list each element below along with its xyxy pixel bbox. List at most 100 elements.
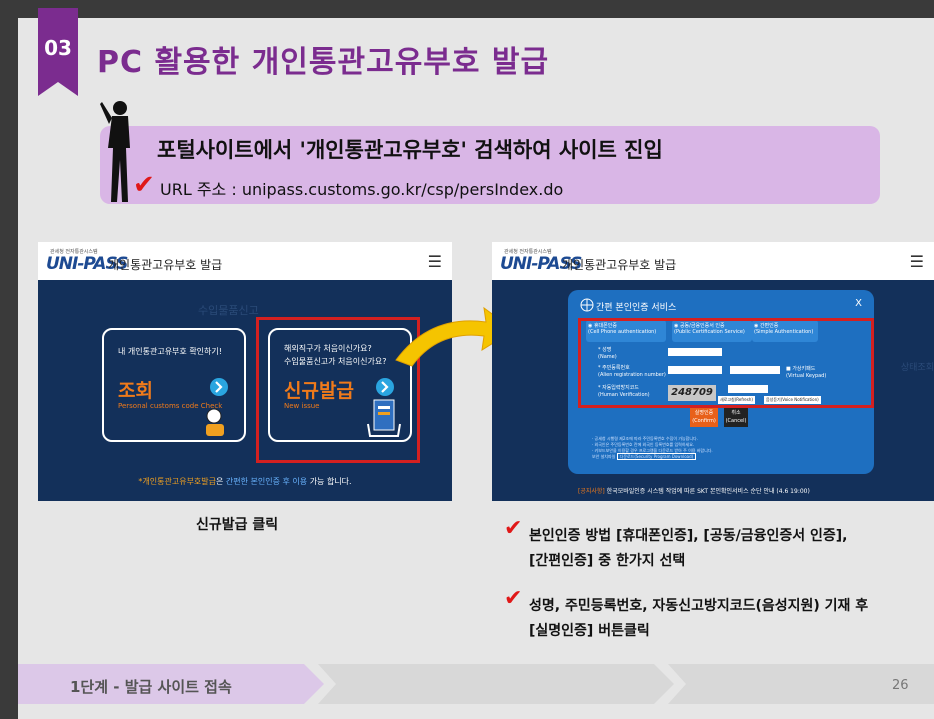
site-body: 수입물품신고 내 개인통관고유부호 확인하기! 조회 Personal cust… [38, 280, 452, 501]
new-issue-title: 신규발급 [284, 380, 354, 402]
lookup-title: 조회 [118, 380, 153, 402]
bullet-form-entry: 성명, 주민등록번호, 자동신고방지코드(음성지원) 기재 후 [실명인증] 버… [529, 594, 868, 644]
cancel-label: 취소 [731, 410, 741, 416]
bullet-auth-method: 본인인증 방법 [휴대폰인증], [공동/금융인증서 인증], [간편인증] 중… [529, 524, 847, 574]
globe-icon [580, 298, 594, 312]
check-icon: ✔ [504, 586, 523, 611]
bullet-auth-line-2: [간편인증] 중 한가지 선택 [529, 553, 686, 569]
left-screenshot: 관세청 전자통관시스템 UNI-PASS 개인통관고유부호 발급 ☰ 수입물품신… [38, 242, 452, 501]
download-button[interactable]: 다운로드(Security Program Download) [616, 453, 697, 460]
bullet-auth-line-1: 본인인증 방법 [휴대폰인증], [공동/금융인증서 인증], [529, 528, 848, 544]
person-icon [206, 408, 224, 436]
confirm-button[interactable]: 실명인증 (Confirm) [690, 408, 718, 427]
site-notice: *개인통관고유부호발급은 간편한 본인인증 후 이용 가능 합니다. [38, 476, 452, 487]
note-1: · 공세청 시행령 제2조에 따라 주민등록번호 수집이 가능합니다. [592, 436, 698, 441]
captcha-label: * 자동입력방지코드(Human Verification) [598, 385, 650, 399]
new-issue-subtitle: New issue [284, 402, 320, 410]
background-text: 수입물품신고 [198, 304, 259, 317]
name-input[interactable] [668, 348, 722, 356]
step-footer-bar [18, 664, 934, 704]
banner-instruction-text: 포털사이트에서 '개인통관고유부호' 검색하여 사이트 진입 [157, 138, 663, 162]
hamburger-menu-icon[interactable]: ☰ [909, 252, 924, 271]
lookup-card[interactable]: 내 개인통관고유부호 확인하기! 조회 Personal customs cod… [102, 328, 246, 442]
captcha-input[interactable] [728, 385, 768, 393]
section-number: 03 [44, 36, 72, 60]
option-simple-label: 간편인증 [759, 323, 779, 329]
unipass-logo[interactable]: UNI-PASS [46, 254, 128, 274]
captcha-label-en: (Human Verification) [598, 392, 650, 398]
slide-title: PC 활용한 개인통관고유부호 발급 [97, 45, 550, 80]
bullet-form-line-2: [실명인증] 버튼클릭 [529, 623, 650, 639]
refresh-button[interactable]: 새로고침(Refresh) [718, 396, 755, 404]
arrow-right-icon [210, 378, 228, 396]
confirm-label: 실명인증 [694, 410, 714, 416]
name-label-text: * 성명 [598, 347, 612, 353]
virtual-keypad-en: (Virtual Keypad) [786, 373, 827, 379]
note-3: · 키보드보안을 이용할 경우 프로그램을 다운로드 받아 주 이용 바랍니다. [592, 448, 713, 453]
cancel-button[interactable]: 취소 (Cancel) [724, 408, 748, 427]
captcha-image: 248709 [668, 385, 716, 401]
banner-check-icon: ✔ [133, 170, 155, 200]
bottom-notice[interactable]: [공지사항] 한국모바일인증 시스템 작업에 따른 SKT 본인확인서비스 순단… [578, 486, 810, 495]
auth-form-highlight [578, 318, 874, 408]
new-issue-question-2: 수입물품신고가 처음이신가요? [284, 357, 387, 366]
option-phone-en: (Cell Phone authentication) [588, 329, 657, 335]
option-simple-en: (Simple Authentication) [754, 329, 814, 335]
modal-notes: · 공세청 시행령 제2조에 따라 주민등록번호 수집이 가능합니다. · 외국… [592, 436, 713, 460]
captcha-label-text: * 자동입력방지코드 [598, 385, 639, 391]
left-caption: 신규발급 클릭 [196, 517, 279, 533]
site-small-label: 관세청 전자통관시스템 [504, 249, 552, 255]
notice-part-a: *개인통관고유부호발급 [138, 477, 217, 486]
name-label: * 성명(Name) [598, 347, 617, 361]
presenter-silhouette-icon [100, 101, 130, 202]
voice-button[interactable]: 음성듣기(Voice Notification) [764, 396, 821, 404]
modal-title: 간편 본인인증 서비스 [596, 303, 677, 313]
new-issue-card[interactable]: 해외직구가 처음이신가요? 수입물품신고가 처음이신가요? 신규발급 New i… [268, 328, 412, 442]
arrow-right-icon [376, 378, 394, 396]
site-header-title: 개인통관고유부호 발급 [108, 258, 223, 272]
option-simple-auth[interactable]: ◉ 간편인증 (Simple Authentication) [752, 320, 818, 342]
bullet-form-line-1: 성명, 주민등록번호, 자동신고방지코드(음성지원) 기재 후 [529, 598, 869, 614]
site-header-title: 개인통관고유부호 발급 [562, 258, 677, 272]
banner-url-text: URL 주소 : unipass.customs.go.kr/csp/persI… [160, 180, 564, 199]
cancel-en: (Cancel) [725, 418, 747, 424]
unipass-logo[interactable]: UNI-PASS [500, 254, 582, 274]
instruction-banner [100, 126, 880, 204]
page-number: 26 [892, 678, 909, 693]
name-label-en: (Name) [598, 354, 617, 360]
background-side-text: 상태조회 [900, 363, 934, 373]
right-screenshot: 관세청 전자통관시스템 UNI-PASS 개인통관고유부호 발급 ☰ 상태조회 … [492, 242, 934, 501]
id-second-input[interactable] [730, 366, 780, 374]
site-body: 상태조회 간편 본인인증 서비스 X ◉ 휴대폰인증 (Cell Phone a… [492, 280, 934, 501]
id-label: * 주민등록번호(Alien registration number) [598, 365, 666, 379]
virtual-keypad-label: 가상키패드 [792, 366, 816, 372]
lookup-question: 내 개인통관고유부호 확인하기! [118, 347, 222, 356]
footer-step-label: 1단계 - 발급 사이트 접속 [70, 678, 232, 696]
check-icon: ✔ [504, 516, 523, 541]
site-header: 관세청 전자통관시스템 UNI-PASS 개인통관고유부호 발급 ☰ [38, 242, 452, 280]
hamburger-menu-icon[interactable]: ☰ [427, 252, 442, 271]
document-icon [367, 399, 401, 437]
new-issue-highlight [256, 317, 420, 463]
option-certificate-auth[interactable]: ◉ 공동/금융인증서 인증 (Public Certification Serv… [672, 320, 752, 342]
id-label-en: (Alien registration number) [598, 372, 666, 378]
site-small-label: 관세청 전자통관시스템 [50, 249, 98, 255]
id-first-input[interactable] [668, 366, 722, 374]
new-issue-question-1: 해외직구가 처음이신가요? [284, 344, 372, 353]
option-cert-label: 공동/금융인증서 인증 [679, 323, 725, 329]
bottom-notice-tag: [공지사항] [578, 488, 605, 495]
confirm-en: (Confirm) [692, 418, 716, 424]
id-label-text: * 주민등록번호 [598, 365, 630, 371]
bottom-notice-text: 한국모바일인증 시스템 작업에 따른 SKT 본인확인서비스 순단 안내 (4.… [604, 488, 810, 495]
lookup-subtitle: Personal customs code Check [118, 402, 223, 410]
notice-part-b: 은 [216, 477, 226, 486]
note-4-label: 보안 설치파일 [592, 454, 616, 459]
option-phone-auth[interactable]: ◉ 휴대폰인증 (Cell Phone authentication) [586, 320, 666, 342]
site-header: 관세청 전자통관시스템 UNI-PASS 개인통관고유부호 발급 ☰ [492, 242, 934, 280]
virtual-keypad-option[interactable]: ■ 가상키패드(Virtual Keypad) [786, 366, 827, 379]
notice-part-c: 간편한 본인인증 후 이용 [225, 477, 308, 486]
notice-part-d: 가능 합니다. [307, 477, 352, 486]
note-2: · 외국인은 주민등록번호 란에 외국인 등록번호를 입력하세요. [592, 442, 695, 447]
close-icon[interactable]: X [855, 298, 862, 309]
section-number-tab: 03 [38, 8, 78, 96]
